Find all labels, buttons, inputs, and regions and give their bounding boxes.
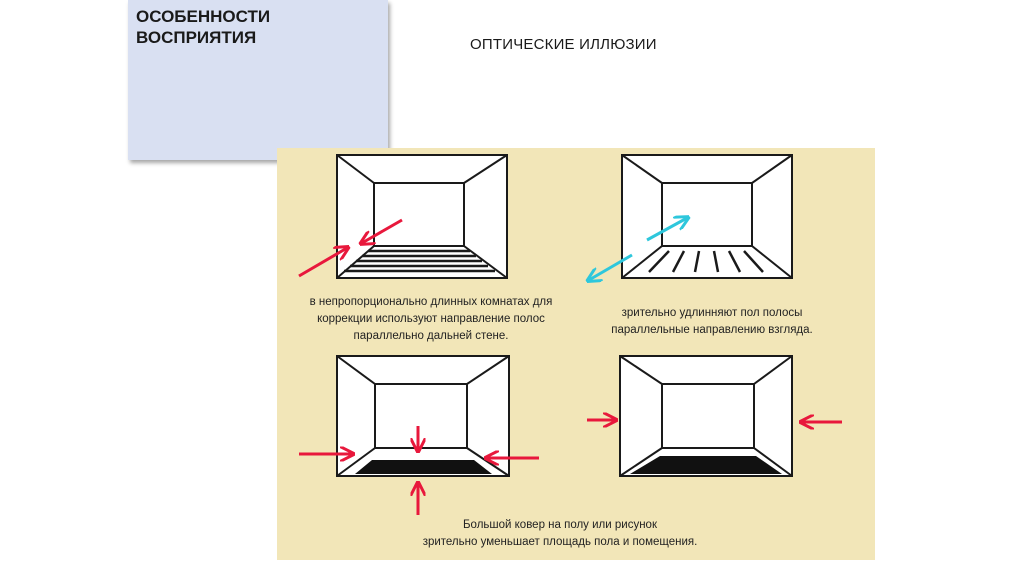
room-bottom-left: [336, 355, 510, 477]
cyan-arrow: [589, 253, 633, 280]
carpet-border: [630, 456, 782, 474]
caption-bottom: Большой ковер на полу или рисунок зрител…: [422, 519, 698, 548]
carpet: [355, 460, 492, 474]
floor-stripes-vertical: [648, 250, 764, 273]
slide-subtitle: ОПТИЧЕСКИЕ ИЛЛЮЗИИ: [470, 36, 657, 53]
room-bottom-right: [619, 355, 793, 477]
cyan-arrow: [646, 218, 687, 242]
illusion-drawing: [298, 154, 842, 515]
red-arrow: [362, 218, 403, 243]
floor-stripes-horizontal: [344, 249, 495, 273]
slide-title: ОСОБЕННОСТИ ВОСПРИЯТИЯ: [136, 7, 271, 47]
room-top-left: [336, 154, 508, 279]
illusion-figure: в непропорционально длинных комнатах для…: [277, 148, 875, 560]
slide-title-box: ОСОБЕННОСТИ ВОСПРИЯТИЯ: [128, 0, 388, 160]
caption-top-right: зрительно удлинняют пол полосы параллель…: [611, 307, 813, 336]
caption-top-left: в непропорционально длинных комнатах для…: [309, 296, 553, 342]
room-top-right: [621, 154, 793, 279]
red-arrow: [298, 248, 347, 278]
